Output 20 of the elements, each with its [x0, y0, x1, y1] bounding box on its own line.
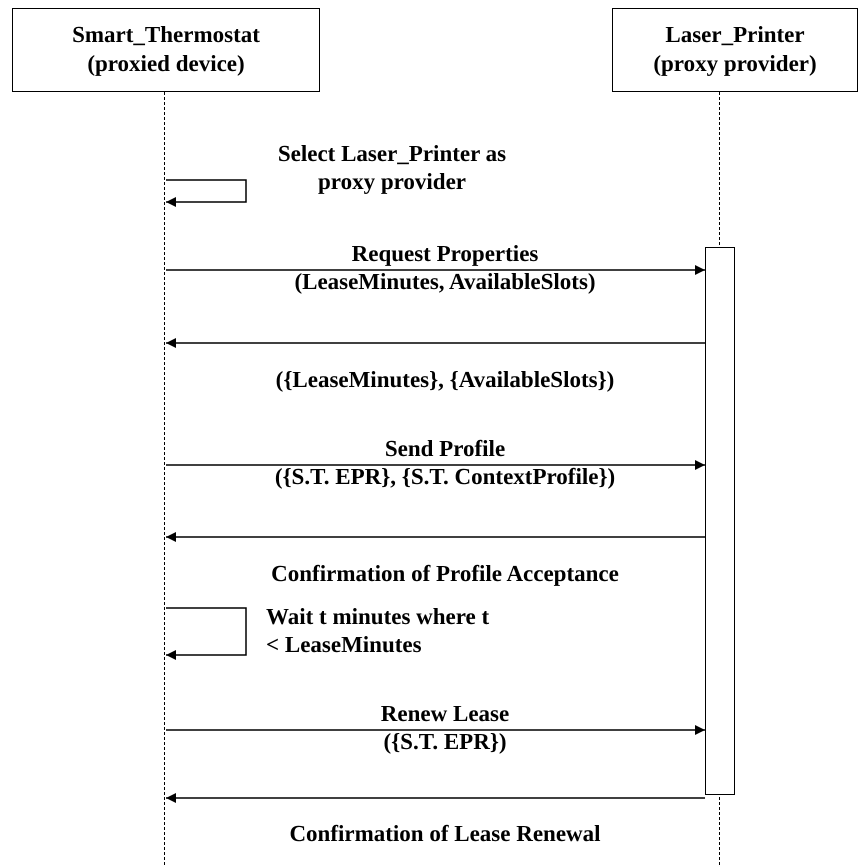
message-label: Confirmation of Profile Acceptance	[270, 560, 620, 588]
message-arrow	[166, 460, 705, 470]
message-arrow	[166, 793, 705, 803]
participant-box: Laser_Printer (proxy provider)	[612, 8, 858, 92]
self-message-arrow	[166, 179, 247, 207]
message-label: Confirmation of Lease Renewal	[288, 820, 602, 848]
message-label: Wait t minutes where t < LeaseMinutes	[266, 603, 490, 658]
message-label: Select Laser_Printer as proxy provider	[276, 140, 508, 196]
message-arrow	[166, 338, 705, 348]
lifeline	[164, 92, 166, 865]
message-arrow	[166, 532, 705, 542]
activation-bar	[705, 247, 735, 795]
self-message-arrow	[166, 607, 247, 660]
message-arrow	[166, 725, 705, 735]
message-arrow	[166, 265, 705, 275]
message-label: ({LeaseMinutes}, {AvailableSlots})	[274, 366, 616, 394]
message-label: Renew Lease ({S.T. EPR})	[380, 700, 510, 756]
message-label: Send Profile ({S.T. EPR}, {S.T. ContextProfile})	[274, 435, 616, 490]
participant-box: Smart_Thermostat (proxied device)	[12, 8, 320, 92]
message-label: Request Properties (LeaseMinutes, AvailableSlots)	[293, 240, 597, 296]
